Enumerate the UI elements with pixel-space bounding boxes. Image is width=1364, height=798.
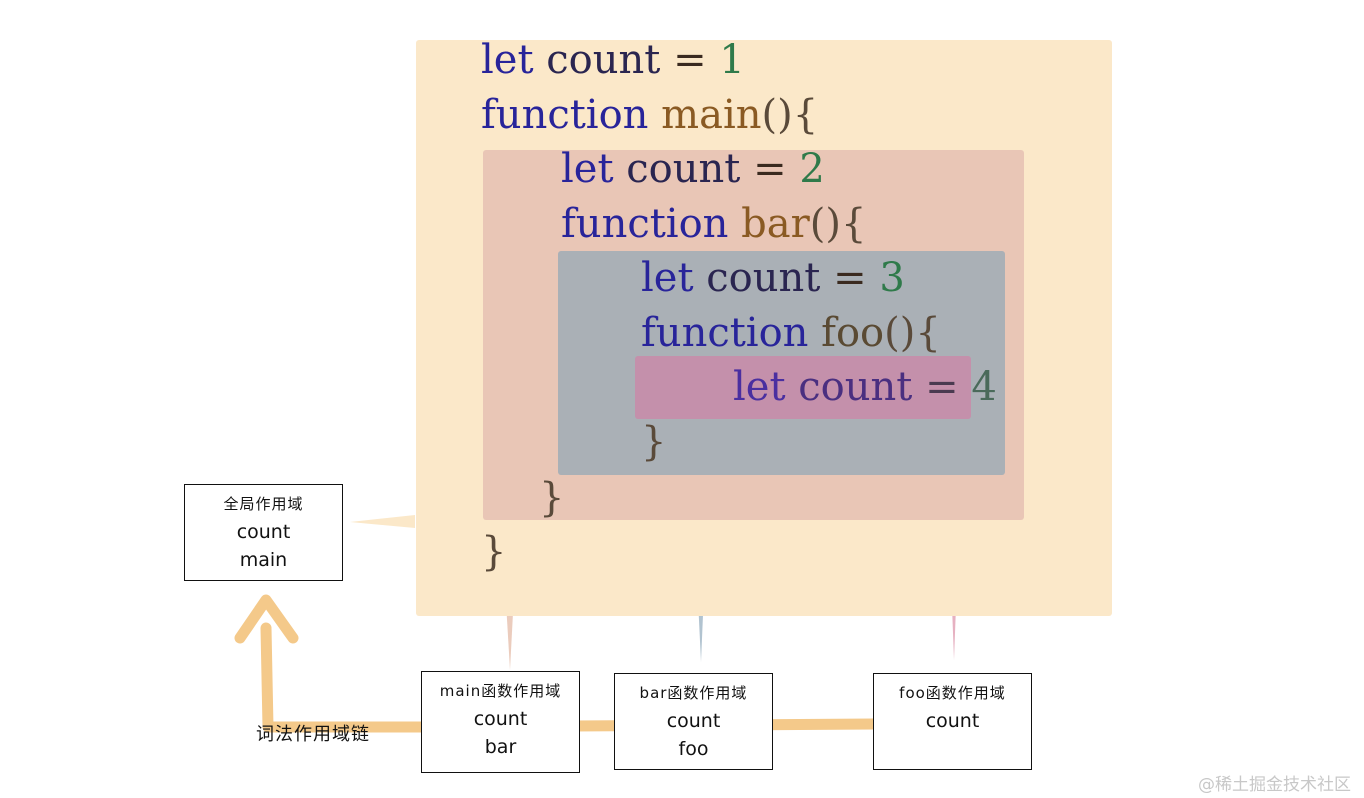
- main-close-brace: }: [481, 529, 507, 575]
- code-line-bar-let: let count = 3: [641, 255, 905, 301]
- watermark: @稀土掘金技术社区: [1198, 775, 1351, 795]
- scope-chain-label: 词法作用域链: [256, 724, 370, 745]
- main-scope-title: main函数作用域: [439, 682, 562, 700]
- bar-close-brace: }: [539, 475, 565, 521]
- global-scope-connector: [350, 515, 415, 528]
- code-line-global-let: let count = 1: [481, 37, 745, 83]
- main-scope-box: main函数作用域 count bar: [421, 671, 580, 773]
- bar-scope-box: bar函数作用域 count foo: [614, 673, 773, 770]
- foo-scope-box: foo函数作用域 count: [873, 673, 1032, 770]
- main-scope-var-bar: bar: [484, 736, 517, 758]
- foo-scope-area: [635, 356, 971, 419]
- code-line-foo-decl: function foo(){: [641, 310, 941, 356]
- bar-scope-var-foo: foo: [678, 738, 709, 760]
- global-scope-var-count: count: [236, 521, 291, 543]
- scope-chain-arrow-icon: [234, 594, 299, 644]
- code-line-main-let: let count = 2: [561, 146, 825, 192]
- global-scope-var-main: main: [239, 549, 288, 571]
- foo-close-brace: }: [641, 419, 667, 465]
- code-line-main-decl: function main(){: [481, 92, 819, 138]
- code-line-foo-let: let count = 4: [733, 364, 997, 410]
- code-line-bar-decl: function bar(){: [561, 201, 867, 247]
- main-scope-var-count: count: [473, 708, 528, 730]
- bar-scope-var-count: count: [666, 710, 721, 732]
- foo-scope-var-count: count: [925, 710, 980, 732]
- foo-scope-title: foo函数作用域: [899, 684, 1006, 702]
- global-scope-title: 全局作用域: [223, 495, 304, 513]
- bar-scope-title: bar函数作用域: [639, 684, 748, 702]
- global-scope-box: 全局作用域 count main: [184, 484, 343, 581]
